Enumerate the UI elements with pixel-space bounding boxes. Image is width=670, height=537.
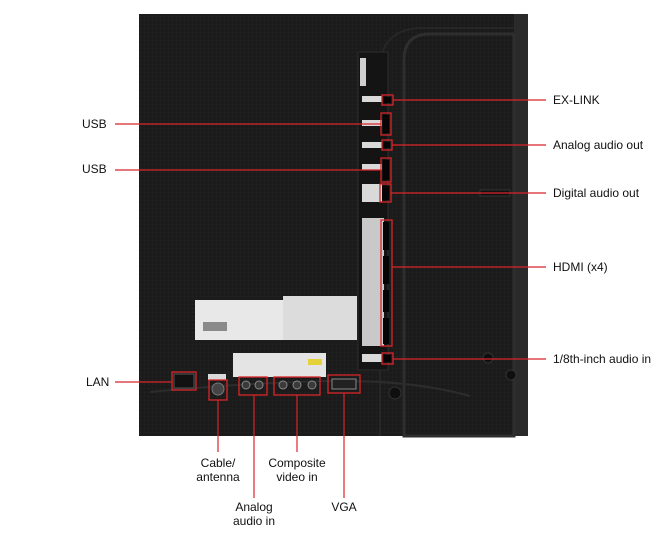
label-cable-antenna: Cable/ antenna [178, 456, 258, 484]
callout-box-analog-in [238, 376, 268, 396]
port-tag [362, 164, 382, 170]
label-usb-1: USB [82, 117, 107, 131]
usb-port [383, 115, 389, 133]
label-analog-in-line1: Analog [235, 500, 273, 514]
label-ex-link: EX-LINK [553, 93, 600, 107]
label-analog-in-line2: audio in [232, 514, 276, 528]
screw-hole [482, 352, 494, 364]
label-composite-line2: video in [276, 470, 318, 484]
port-tag [362, 184, 382, 202]
label-lan: LAN [86, 375, 110, 389]
label-mini-audio-in: 1/8th-inch audio in [553, 352, 652, 366]
callout-box-lan [171, 371, 197, 391]
screw-hole [388, 386, 402, 400]
port-tag [362, 354, 382, 362]
digital-audio-out-port [382, 186, 389, 200]
ex-link-port [384, 97, 391, 103]
label-usb-2: USB [82, 162, 107, 176]
label-hdmi: HDMI (x4) [553, 260, 608, 274]
label-analog-audio-in: Analog audio in [214, 500, 294, 528]
warning-sticker-icon [203, 322, 227, 331]
hdmi-port [383, 318, 389, 344]
vga-port [331, 378, 357, 390]
label-composite-video-in: Composite video in [257, 456, 337, 484]
video-jack [278, 380, 288, 390]
label-analog-audio-out: Analog audio out [553, 138, 644, 152]
port-tag [362, 96, 382, 102]
callout-box-hdmi [380, 219, 393, 347]
port-housing [402, 32, 516, 438]
tv-back-panel [139, 14, 528, 436]
lan-port [173, 373, 195, 389]
label-composite-line1: Composite [268, 456, 326, 470]
usb-port [383, 160, 389, 180]
screw-hole [505, 369, 517, 381]
antenna-port-tag [208, 374, 226, 380]
info-sticker [283, 296, 357, 340]
hdmi-port [383, 256, 389, 284]
audio-jack [241, 380, 251, 390]
label-digital-audio-out: Digital audio out [553, 186, 640, 200]
video-jack [292, 380, 302, 390]
label-cable-antenna-line1: Cable/ [200, 456, 236, 470]
analog-audio-out-port [384, 142, 390, 148]
port-tag [362, 142, 382, 148]
label-cable-antenna-line2: antenna [196, 470, 240, 484]
hdmi-port [383, 290, 389, 312]
antenna-port [211, 382, 225, 396]
audio-jack [254, 380, 264, 390]
label-vga: VGA [331, 500, 357, 514]
port-tag [362, 120, 382, 126]
mini-audio-in-port [384, 355, 391, 362]
hdmi-port [383, 222, 389, 250]
hdmi-label-panel [362, 218, 384, 346]
video-jack [307, 380, 317, 390]
panel-edge [514, 14, 528, 436]
model-sticker [360, 58, 366, 86]
bottom-label-accent [308, 359, 322, 365]
